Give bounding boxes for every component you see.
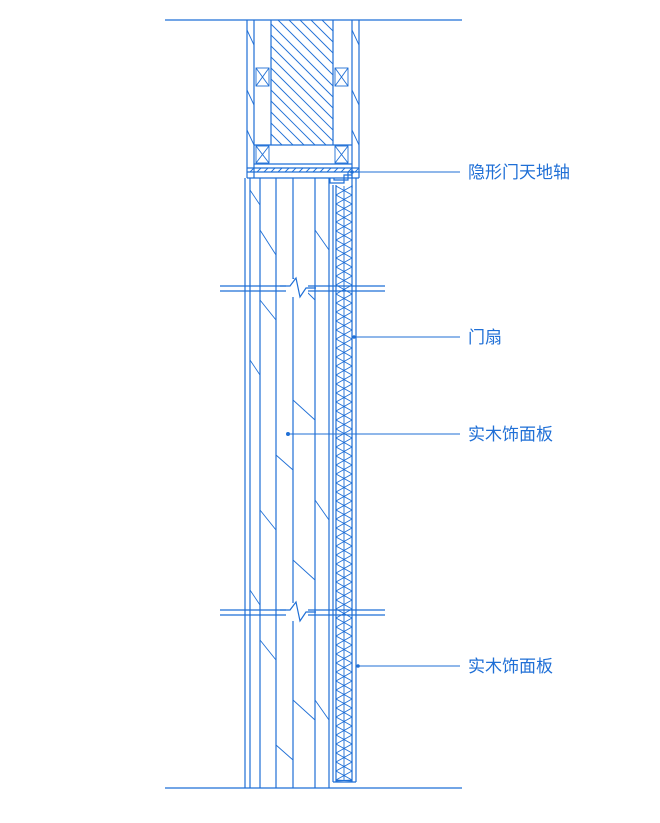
- break-line-upper: [220, 276, 385, 299]
- leader-top-pivot: [350, 170, 460, 174]
- break-line-lower: [220, 600, 385, 623]
- label-top-pivot: 隐形门天地轴: [468, 163, 570, 183]
- label-panel-2: 实木饰面板: [468, 657, 553, 677]
- door-leaf: [332, 178, 357, 783]
- head-frame: [246, 19, 360, 179]
- leader-door-leaf: [352, 335, 460, 339]
- label-panel-1: 实木饰面板: [468, 425, 553, 445]
- leader-panel-1: [286, 432, 460, 436]
- wall-layers: [244, 178, 330, 788]
- blocking-boxes: [246, 29, 360, 164]
- leader-panel-2: [356, 664, 460, 668]
- pivot-bracket: [329, 172, 353, 188]
- label-door-leaf: 门扇: [468, 328, 502, 348]
